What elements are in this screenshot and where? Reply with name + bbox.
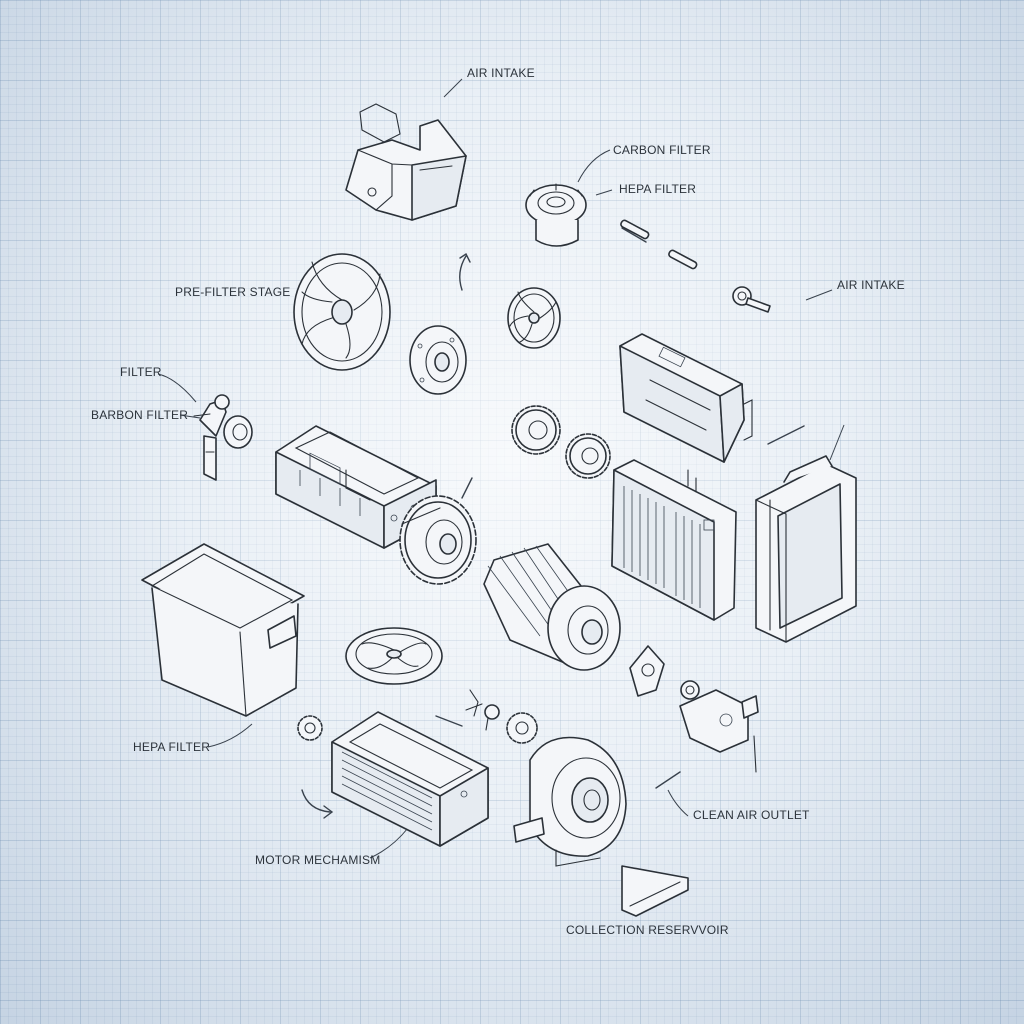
label-air-intake-right: AIR INTAKE [837,278,905,292]
label-air-intake-top: AIR INTAKE [467,66,535,80]
intake-housing [345,103,467,221]
small-components [297,645,665,744]
mounting-bracket [621,865,689,917]
label-carbon-filter-top: CARBON FILTER [613,143,711,157]
panel-filter [755,455,857,643]
collection-bin [141,543,305,717]
gear-pair [511,405,611,479]
label-pre-filter-stage: PRE-FILTER STAGE [175,285,291,299]
blower-housing [619,333,753,463]
label-carbon-filter-left: BARBON FILTER [91,408,189,422]
label-filter-left: FILTER [120,365,162,379]
label-motor-mechanism: MOTOR MECHAMISM [255,853,381,867]
outlet-actuator [679,680,759,773]
motor-cylinder [483,543,621,671]
filter-box [331,711,489,847]
shaft-pins [620,219,771,313]
label-hepa-filter-bottom: HEPA FILTER [133,740,211,754]
label-clean-air-outlet: CLEAN AIR OUTLET [693,808,810,822]
impeller-disc [345,627,443,685]
label-hepa-filter-top: HEPA FILTER [619,182,697,196]
hepa-cartridge [611,459,737,621]
small-fan-wheel [507,287,561,349]
carbon-filter-cup [525,183,587,247]
large-fan-wheel [293,253,391,371]
carbon-filter-valve [193,394,253,481]
drive-gear [399,495,477,585]
hub-coupling [409,325,467,395]
leader-lines [157,78,845,859]
blower-scroll [513,736,627,867]
label-collection-reservoir: COLLECTION RESERVVOIR [566,923,729,937]
